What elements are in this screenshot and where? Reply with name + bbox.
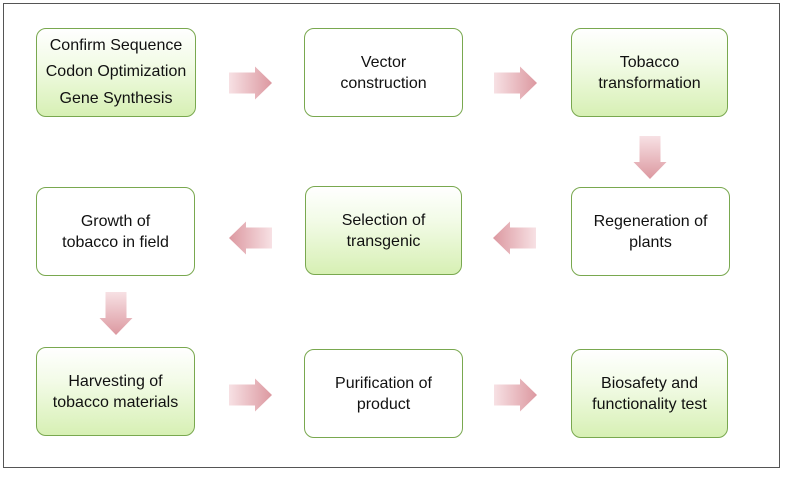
- step-biosafety: Biosafety and functionality test: [571, 349, 728, 438]
- step-line: plants: [629, 233, 672, 251]
- flow-arrow-right: [494, 66, 537, 100]
- step-line: Selection of: [341, 211, 426, 229]
- step-line: Tobacco: [619, 53, 680, 71]
- step-line: transformation: [598, 74, 701, 92]
- step-line: functionality test: [592, 395, 707, 413]
- step-line: tobacco in field: [62, 233, 169, 251]
- step-line: Gene Synthesis: [59, 89, 173, 107]
- step-line: construction: [340, 74, 427, 92]
- step-line: Harvesting of: [68, 372, 163, 390]
- flow-arrow-left: [229, 221, 272, 255]
- flow-arrow-right: [229, 66, 272, 100]
- step-line: Vector: [360, 53, 407, 71]
- step-line: tobacco materials: [52, 393, 179, 411]
- flow-arrow-down: [633, 136, 667, 179]
- step-line: Growth of: [80, 212, 151, 230]
- step-gene-design: Confirm Sequence Codon Optimization Gene…: [36, 28, 196, 117]
- flow-arrow-right: [494, 378, 537, 412]
- step-line: Confirm Sequence: [49, 37, 183, 55]
- step-purification: Purification of product: [304, 349, 463, 438]
- step-harvesting: Harvesting of tobacco materials: [36, 347, 195, 436]
- flow-arrow-right: [229, 378, 272, 412]
- step-line: Biosafety and: [601, 374, 698, 392]
- step-line: product: [356, 395, 411, 413]
- step-line: transgenic: [346, 232, 421, 250]
- step-selection: Selection of transgenic: [305, 186, 462, 275]
- step-line: Regeneration of: [593, 212, 708, 230]
- step-line: Purification of: [335, 374, 432, 392]
- flow-arrow-left: [493, 221, 536, 255]
- step-vector-construction: Vector construction: [304, 28, 463, 117]
- step-regeneration: Regeneration of plants: [571, 187, 730, 276]
- step-line: Codon Optimization: [45, 63, 187, 81]
- flow-arrow-down: [99, 292, 133, 335]
- step-growth: Growth of tobacco in field: [36, 187, 195, 276]
- step-tobacco-transformation: Tobacco transformation: [571, 28, 728, 117]
